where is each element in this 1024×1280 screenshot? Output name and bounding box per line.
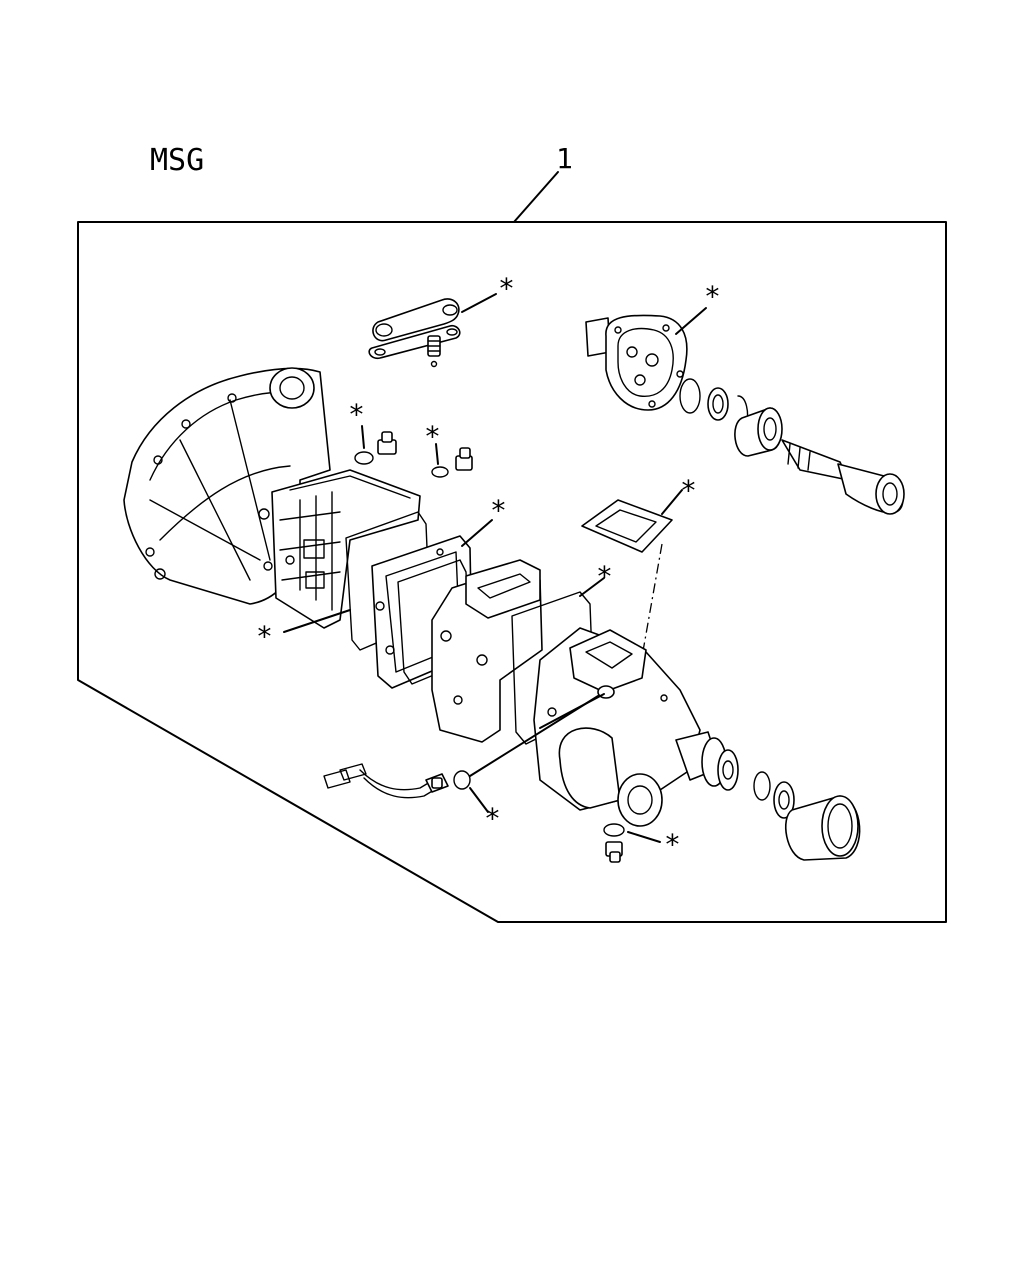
extension-sleeve — [784, 795, 861, 861]
rear-housing — [585, 314, 688, 411]
marker-plate-gasket: * — [490, 494, 507, 527]
top-cover-gasket — [581, 499, 673, 553]
washer-left — [354, 451, 374, 465]
bolt-left — [354, 431, 397, 465]
leader-sensor-washer — [469, 787, 489, 813]
leader-center-gasket — [579, 577, 605, 597]
marker-sensor-washer: * — [484, 802, 501, 835]
marker-bolt-left: * — [348, 398, 365, 431]
rear-snap-ring — [753, 771, 771, 801]
leader-cover-gasket — [661, 489, 683, 515]
o-ring — [679, 378, 701, 414]
callout-number: 1 — [556, 142, 573, 175]
marker-bolt-right: * — [424, 420, 441, 453]
assembly-centerline — [639, 543, 663, 669]
output-shaft-sleeve — [781, 439, 905, 515]
washer-right — [431, 466, 449, 478]
companion-flange — [701, 737, 739, 791]
detent-spring — [427, 335, 441, 368]
leader-case-gasket — [283, 609, 351, 633]
drain-plug — [603, 823, 625, 863]
marker-drain-washer: * — [664, 828, 681, 861]
leader-bolt-right — [435, 443, 439, 465]
assembly-frame — [77, 221, 947, 923]
leader-shift-lever — [461, 293, 497, 313]
leader-drain-washer — [627, 831, 661, 843]
drain-washer — [603, 823, 625, 837]
marker-case-gasket: * — [256, 620, 273, 653]
marker-center-gasket: * — [596, 560, 613, 593]
bolt-right — [431, 447, 473, 478]
leader-bolt-left — [361, 425, 365, 449]
rear-bearing — [734, 407, 783, 457]
diagram-title: MSG — [150, 143, 204, 178]
oil-seal — [707, 387, 729, 421]
marker-rear-housing: * — [704, 280, 721, 313]
leader-plate-gasket — [461, 519, 493, 547]
extension-housing — [533, 627, 721, 827]
speed-sensor-harness — [323, 763, 449, 799]
center-case — [431, 559, 543, 743]
marker-shift-lever: * — [498, 272, 515, 305]
sensor-washer — [453, 770, 471, 790]
callout-leader-line — [513, 171, 559, 223]
leader-sensor-bore — [469, 695, 599, 777]
shift-lever — [368, 298, 461, 360]
rear-output-bearing — [773, 781, 795, 819]
marker-cover-gasket: * — [680, 474, 697, 507]
leader-rear-housing — [675, 307, 707, 335]
